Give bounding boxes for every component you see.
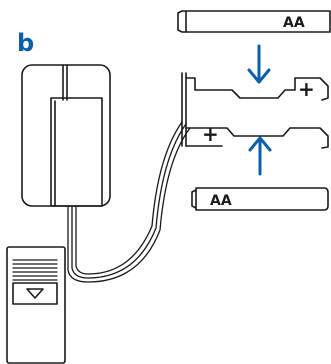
battery-holder: + + bbox=[181, 72, 329, 149]
step-label: b bbox=[17, 29, 35, 57]
battery-bottom: AA bbox=[191, 187, 329, 211]
battery-top: AA bbox=[177, 10, 331, 33]
battery-top-body bbox=[177, 10, 331, 33]
holder-top-compartment bbox=[185, 77, 329, 101]
cable-wire bbox=[75, 121, 183, 275]
holder-bottom-polarity: + bbox=[202, 122, 219, 146]
battery-top-label: AA bbox=[283, 15, 305, 31]
remote-body bbox=[6, 246, 66, 364]
cable-wire bbox=[71, 123, 187, 279]
battery-bottom-terminal bbox=[191, 189, 197, 209]
receiver-cover bbox=[50, 97, 103, 207]
receiver-housing bbox=[21, 64, 111, 207]
receiver-unit bbox=[21, 64, 111, 207]
arrow-down-icon bbox=[247, 44, 271, 84]
battery-bottom-label: AA bbox=[210, 193, 232, 209]
cable-wire bbox=[67, 127, 191, 283]
holder-top-polarity: + bbox=[298, 77, 315, 101]
remote-grille bbox=[12, 259, 58, 281]
battery-bottom-body bbox=[195, 187, 329, 211]
arrow-up-icon bbox=[248, 136, 272, 176]
connection-cable bbox=[67, 121, 191, 283]
triangle-down-icon bbox=[26, 288, 44, 299]
remote-button bbox=[12, 282, 58, 305]
holder-bottom-compartment bbox=[185, 127, 329, 149]
remote-control bbox=[6, 246, 66, 364]
